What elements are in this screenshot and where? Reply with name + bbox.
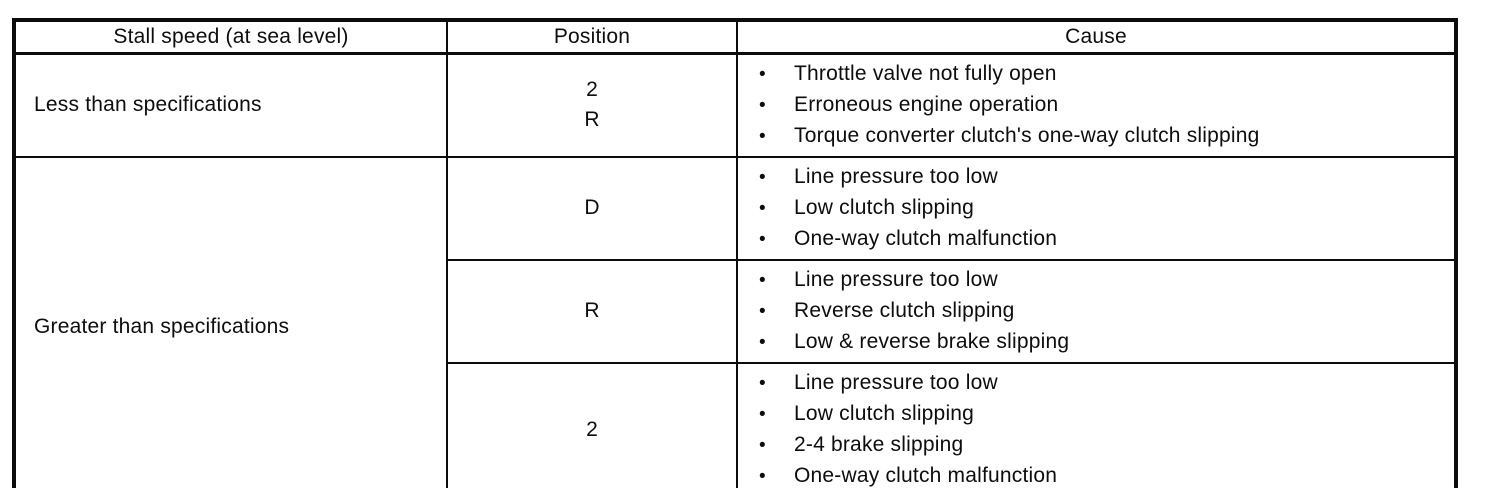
table-row-less-than-spec: Less than specifications 2 R • Throttle v… bbox=[13, 52, 1457, 158]
col-header-stall-speed: Stall speed (at sea level) bbox=[13, 19, 448, 55]
bullet-icon: • bbox=[759, 269, 766, 291]
bullet-icon: • bbox=[759, 465, 766, 487]
table-header-row: Stall speed (at sea level) Position Caus… bbox=[13, 19, 1457, 55]
stall-speed-cell: Greater than specifications bbox=[13, 155, 448, 488]
cause-text: Throttle valve not fully open bbox=[794, 61, 1057, 85]
cause-text: Reverse clutch slipping bbox=[794, 298, 1015, 322]
position-value: 2 bbox=[586, 78, 598, 101]
cause-item: • Erroneous engine operation bbox=[759, 90, 1444, 121]
bullet-icon: • bbox=[759, 434, 766, 456]
cause-text: Line pressure too low bbox=[794, 370, 998, 394]
cause-item: • One-way clutch malfunction bbox=[759, 461, 1444, 488]
table-row-greater-than-spec-d: Greater than specifications D • Line pres… bbox=[13, 155, 1457, 488]
position-value: R bbox=[584, 299, 600, 322]
position-cell: 2 bbox=[446, 361, 738, 488]
col-header-cause: Cause bbox=[736, 19, 1457, 55]
cause-item: • Low clutch slipping bbox=[759, 193, 1444, 224]
bullet-icon: • bbox=[759, 300, 766, 322]
bullet-icon: • bbox=[759, 166, 766, 188]
cause-list: • Throttle valve not fully open • Erroneou… bbox=[759, 59, 1444, 152]
cause-list: • Line pressure too low • Low clutch slipp… bbox=[759, 368, 1444, 488]
stall-speed-cell: Less than specifications bbox=[13, 52, 448, 158]
cause-item: • Line pressure too low bbox=[759, 368, 1444, 399]
cause-item: • Reverse clutch slipping bbox=[759, 296, 1444, 327]
cause-item: • Low clutch slipping bbox=[759, 399, 1444, 430]
bullet-icon: • bbox=[759, 63, 766, 85]
cause-text: Low & reverse brake slipping bbox=[794, 329, 1070, 353]
cause-text: Torque converter clutch's one-way clutch… bbox=[794, 123, 1260, 147]
bullet-icon: • bbox=[759, 403, 766, 425]
cause-cell: • Line pressure too low • Reverse clutch s… bbox=[736, 258, 1457, 364]
bullet-icon: • bbox=[759, 125, 766, 147]
bullet-icon: • bbox=[759, 197, 766, 219]
cause-text: Erroneous engine operation bbox=[794, 92, 1059, 116]
position-cell: D bbox=[446, 155, 738, 261]
cause-text: Line pressure too low bbox=[794, 267, 998, 291]
cause-item: • Throttle valve not fully open bbox=[759, 59, 1444, 90]
cause-list: • Line pressure too low • Low clutch slipp… bbox=[759, 162, 1444, 255]
cause-item: • Low & reverse brake slipping bbox=[759, 327, 1444, 358]
cause-cell: • Throttle valve not fully open • Erroneou… bbox=[736, 52, 1457, 158]
cause-item: • Line pressure too low bbox=[759, 265, 1444, 296]
cause-item: • 2-4 brake slipping bbox=[759, 430, 1444, 461]
cause-item: • One-way clutch malfunction bbox=[759, 224, 1444, 255]
bullet-icon: • bbox=[759, 372, 766, 394]
bullet-icon: • bbox=[759, 228, 766, 250]
position-cell: 2 R bbox=[446, 52, 738, 158]
cause-text: One-way clutch malfunction bbox=[794, 226, 1058, 250]
cause-cell: • Line pressure too low • Low clutch slipp… bbox=[736, 361, 1457, 488]
col-header-position: Position bbox=[446, 19, 738, 55]
cause-text: One-way clutch malfunction bbox=[794, 463, 1058, 487]
table-row-greater-than-spec-2: 2 • Line pressure too low • Low clutch sli… bbox=[14, 361, 1457, 488]
cause-list: • Line pressure too low • Reverse clutch s… bbox=[759, 265, 1444, 358]
cause-text: 2-4 brake slipping bbox=[794, 432, 964, 456]
cause-text: Low clutch slipping bbox=[794, 195, 975, 219]
table-row-greater-than-spec-r: R • Line pressure too low • Reverse clutch… bbox=[14, 258, 1457, 364]
bullet-icon: • bbox=[759, 331, 766, 353]
cause-cell: • Line pressure too low • Low clutch slipp… bbox=[736, 155, 1457, 261]
cause-item: • Line pressure too low bbox=[759, 162, 1444, 193]
position-value: D bbox=[584, 196, 600, 219]
position-cell: R bbox=[446, 258, 738, 364]
cause-text: Low clutch slipping bbox=[794, 401, 975, 425]
bullet-icon: • bbox=[759, 94, 766, 116]
stall-speed-diagnosis-table: Stall speed (at sea level) Position Caus… bbox=[12, 18, 1458, 488]
position-value: 2 bbox=[586, 417, 598, 441]
cause-text: Line pressure too low bbox=[794, 164, 998, 188]
cause-item: • Torque converter clutch's one-way clutc… bbox=[759, 121, 1444, 152]
position-value: R bbox=[584, 108, 600, 131]
